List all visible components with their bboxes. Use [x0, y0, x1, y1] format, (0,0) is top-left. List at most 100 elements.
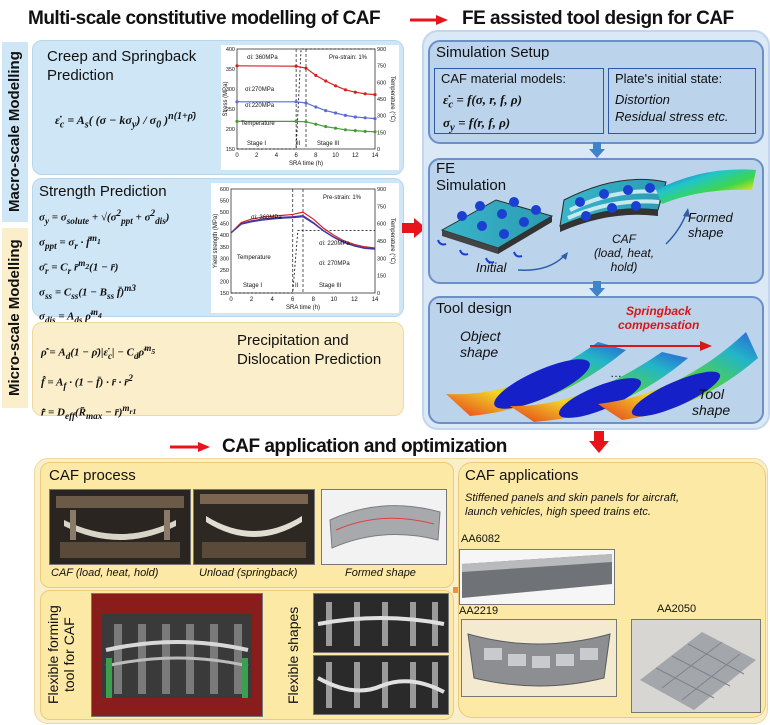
label-aa2050: AA2050	[657, 603, 697, 615]
initial-plate	[437, 197, 554, 264]
y-tick-label: 250	[220, 268, 229, 274]
plate-state-items: Distortion Residual stress etc.	[615, 91, 728, 125]
side-label-macro: Macro-scale Modelling	[2, 42, 28, 222]
formed-shape-photo	[321, 489, 447, 565]
aa2219-panel-photo	[461, 619, 617, 697]
caf-applications-description: Stiffened panels and skin panels for air…	[465, 491, 679, 519]
strength-eq-4: σss = Css(1 − Bss f̄)m3	[39, 282, 136, 301]
y2-tick-label: 150	[377, 130, 386, 136]
mid-shape-surface	[510, 352, 688, 422]
unload-photo	[193, 489, 315, 565]
series-point	[235, 64, 239, 68]
arrow-right-icon	[170, 442, 210, 452]
chart-annotation-temperature: Temperature	[237, 255, 271, 261]
series-point	[314, 122, 318, 126]
series-point	[294, 64, 298, 68]
x-tick-label: 10	[332, 153, 339, 159]
series-point	[363, 92, 367, 96]
x-tick-label: 2	[250, 297, 254, 303]
label-aa2219: AA2219	[459, 605, 499, 617]
temperature-line	[237, 48, 375, 150]
caption-unload: Unload (springback)	[199, 567, 298, 579]
creep-heading-line1: Creep and Springback	[47, 48, 197, 65]
caption-caf: CAF (load, heat, hold)	[51, 567, 159, 579]
springback-line2: compensation	[618, 318, 700, 332]
x-tick-label: 0	[229, 297, 233, 303]
caf-plate	[559, 178, 667, 232]
x-tick-label: 14	[372, 297, 379, 303]
x-tick-label: 4	[270, 297, 274, 303]
material-eq-1: ε̇c = f(σ, r, f, ρ)	[443, 92, 522, 111]
arrow-right-icon	[402, 218, 426, 238]
flexible-tool-photo	[91, 593, 263, 717]
side-label-micro: Micro-scale Modelling	[2, 228, 28, 408]
strength-eq-2: σppt = σr · f̄m1	[39, 232, 101, 251]
plate-residual-stress: Residual stress etc.	[615, 109, 729, 124]
precip-heading-line2: Dislocation Prediction	[237, 351, 382, 368]
y2-tick-label: 450	[377, 239, 386, 245]
springback-line1: Springback	[626, 304, 692, 318]
arrow-down-icon	[589, 431, 609, 453]
y-tick-label: 550	[220, 199, 229, 205]
flow-arrow-icon	[517, 255, 565, 271]
series-point	[363, 129, 367, 133]
chart-annotation-temperature: Temperature	[241, 121, 275, 127]
chart-annotation-s270: σi:270MPa	[245, 87, 275, 93]
series-point	[373, 93, 377, 97]
chart-annotation-stage2: II	[297, 141, 301, 147]
precip-eq-3: r̄̇ = Deff(R̄max − r̄)mr1	[41, 402, 137, 421]
y-axis-label: Yield strength (MPa)	[213, 214, 219, 268]
plate-state-box: Plate's initial state: Distortion Residu…	[608, 68, 756, 134]
applications-desc-line1: Stiffened panels and skin panels for air…	[465, 492, 680, 504]
caf-press-photo	[49, 489, 191, 565]
creep-equation: ε̇c = As( (σ − kσy) / σ0 )n(1+ρ̄)	[55, 111, 197, 131]
y-tick-label: 300	[226, 87, 235, 93]
caf-line2: (load, heat,	[594, 246, 655, 260]
series-point	[294, 100, 298, 104]
precip-panel: ρ̄̇ = Ad(1 − ρ̄)|ε̇c| − Cdρ̄m5 f̄̇ = Af …	[32, 322, 404, 421]
precip-eq-2: f̄̇ = Af · (1 − f̄) · r̄ · r̄2	[41, 372, 133, 391]
y2-tick-label: 450	[377, 97, 386, 103]
x-tick-label: 10	[331, 297, 338, 303]
title-fe-tool: FE assisted tool design for CAF	[462, 8, 734, 29]
creep-panel: Creep and Springback Prediction ε̇c = As…	[32, 40, 404, 175]
object-shape-surface	[446, 342, 626, 416]
y2-tick-label: 900	[377, 187, 386, 193]
flexible-shapes-label: Flexible shapes	[285, 606, 301, 704]
arrow-down-icon	[589, 281, 605, 297]
y2-axis-label: Temperature (°C)	[389, 218, 395, 264]
chart-annotation-stage2: II	[295, 283, 299, 289]
precip-equations: ρ̄̇ = Ad(1 − ρ̄)|ε̇c| − Cdρ̄m5 f̄̇ = Af …	[41, 337, 155, 427]
y-tick-label: 400	[226, 47, 235, 53]
tool-design-heading: Tool design	[436, 300, 512, 317]
caf-applications-panel: CAF applications Stiffened panels and sk…	[458, 462, 766, 718]
series-point	[235, 100, 239, 104]
fe-simulation-panel: FE Simulation	[428, 158, 764, 284]
fe-simulation-heading: FE Simulation	[436, 160, 506, 194]
x-axis-label: SRA time (h)	[289, 161, 323, 167]
series-point	[343, 128, 348, 132]
y-tick-label: 200	[220, 279, 229, 285]
applications-desc-line2: launch vehicles, high speed trains etc.	[465, 506, 651, 518]
series-point	[363, 116, 367, 120]
label-aa6082: AA6082	[461, 533, 501, 545]
y2-tick-label: 0	[377, 147, 380, 153]
label-initial: Initial	[476, 260, 507, 275]
x-tick-label: 2	[255, 153, 259, 159]
precip-eq-1: ρ̄̇ = Ad(1 − ρ̄)|ε̇c| − Cdρ̄m5	[41, 343, 156, 361]
x-tick-label: 6	[291, 297, 295, 303]
material-models-box: CAF material models: ε̇c = f(σ, r, f, ρ)…	[434, 68, 604, 134]
strength-eq-1: σy = σsolute + √(σ2ppt + σ2dis)	[39, 208, 170, 226]
series-point	[304, 120, 308, 124]
chart-annotation-prestrain: Pre-strain: 1%	[329, 55, 368, 61]
strength-panel: Strength Prediction σy = σsolute + √(σ2p…	[32, 178, 404, 325]
chart-annotation-s220: σi: 220MPa	[319, 241, 350, 247]
material-models-heading: CAF material models:	[441, 71, 566, 86]
x-tick-label: 0	[235, 153, 239, 159]
series-point	[294, 119, 298, 123]
tool-design-graphic	[446, 332, 758, 422]
series-line	[230, 211, 376, 249]
arrowhead-icon	[561, 252, 568, 260]
label-formed-shape: Formed shape	[688, 210, 733, 240]
